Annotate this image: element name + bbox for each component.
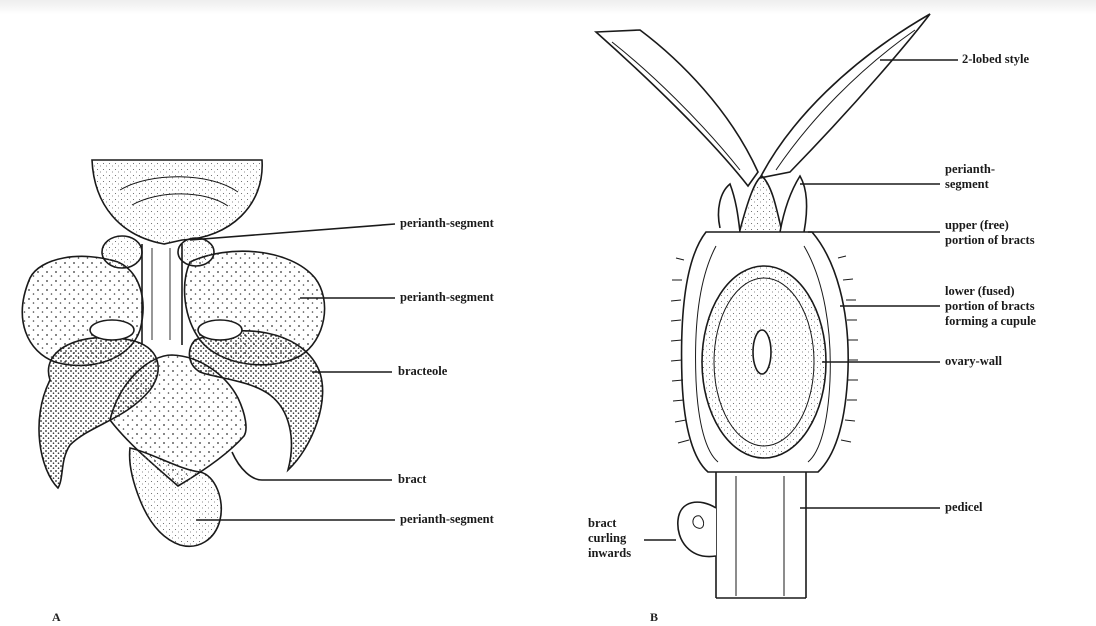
label-a-perianth-segment-top: perianth-segment bbox=[400, 216, 494, 231]
panel-letter-b: B bbox=[650, 610, 658, 625]
label-b-pedicel: pedicel bbox=[945, 500, 983, 515]
b-bract-curl bbox=[678, 502, 716, 556]
panel-letter-a: A bbox=[52, 610, 61, 625]
label-b-perianth-segment: perianth- segment bbox=[945, 162, 995, 192]
label-b-ovary-wall: ovary-wall bbox=[945, 354, 1002, 369]
label-b-bract-curling: bract curling inwards bbox=[588, 516, 631, 561]
b-pedicel bbox=[716, 472, 806, 598]
b-style-right bbox=[760, 14, 930, 178]
label-a-perianth-segment-bottom: perianth-segment bbox=[400, 512, 494, 527]
a-stalk bbox=[142, 244, 182, 345]
label-b-lower-bracts: lower (fused) portion of bracts forming … bbox=[945, 284, 1036, 329]
b-perianth-seg bbox=[718, 184, 740, 232]
label-a-bracteole: bracteole bbox=[398, 364, 447, 379]
figure-a-drawing bbox=[22, 160, 395, 546]
label-b-style: 2-lobed style bbox=[962, 52, 1029, 67]
label-a-bract: bract bbox=[398, 472, 426, 487]
figure-b-drawing bbox=[596, 14, 958, 598]
label-b-upper-bracts: upper (free) portion of bracts bbox=[945, 218, 1035, 248]
a-top-fruit bbox=[92, 160, 262, 244]
label-a-perianth-segment-mid: perianth-segment bbox=[400, 290, 494, 305]
